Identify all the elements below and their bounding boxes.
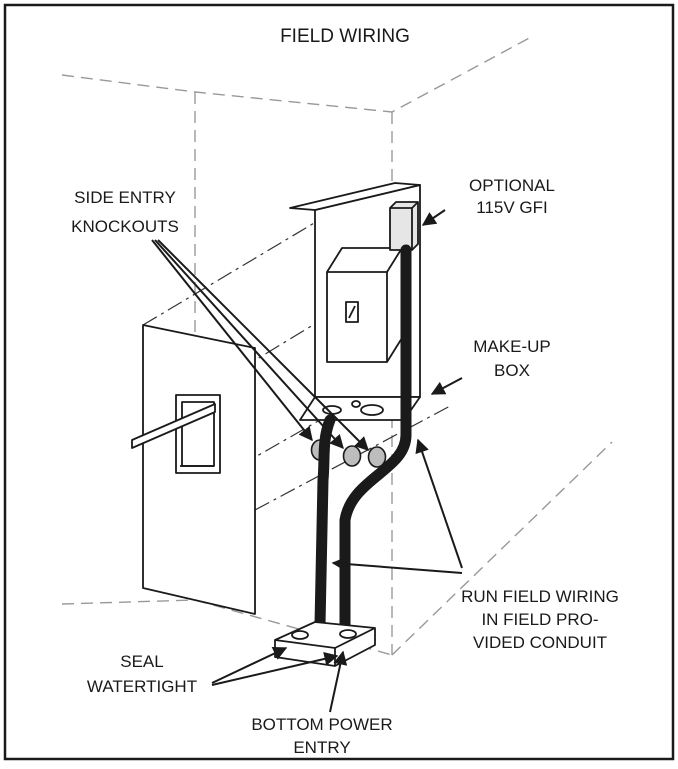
diagram-frame [3,3,675,761]
side-entry-label-1: SIDE ENTRY [74,188,176,207]
run-label-2: IN FIELD PRO- [481,610,598,629]
switch-box [326,247,403,363]
makeup-label-1: MAKE-UP [473,337,550,356]
optional-label-2: 115V GFI [476,198,548,217]
leader-arrows [151,209,463,713]
bottom-entry-plate [274,621,376,667]
seal-label-2: WATERTIGHT [87,677,197,696]
seal-label-1: SEAL [120,652,163,671]
side-entry-label-2: KNOCKOUTS [71,217,179,236]
bottom-label-2: ENTRY [293,738,350,757]
optional-label-1: OPTIONAL [469,176,555,195]
bottom-label-1: BOTTOM POWER [251,715,392,734]
run-label-3: VIDED CONDUIT [473,633,607,652]
diagram-title: FIELD WIRING [280,26,410,47]
field-conduits [314,244,412,631]
run-label-1: RUN FIELD WIRING [461,587,619,606]
knockout-2 [342,445,362,467]
knockout-3 [367,446,387,468]
disconnect-panel [131,324,256,615]
gfi-box [389,201,419,251]
makeup-label-2: BOX [494,361,530,380]
